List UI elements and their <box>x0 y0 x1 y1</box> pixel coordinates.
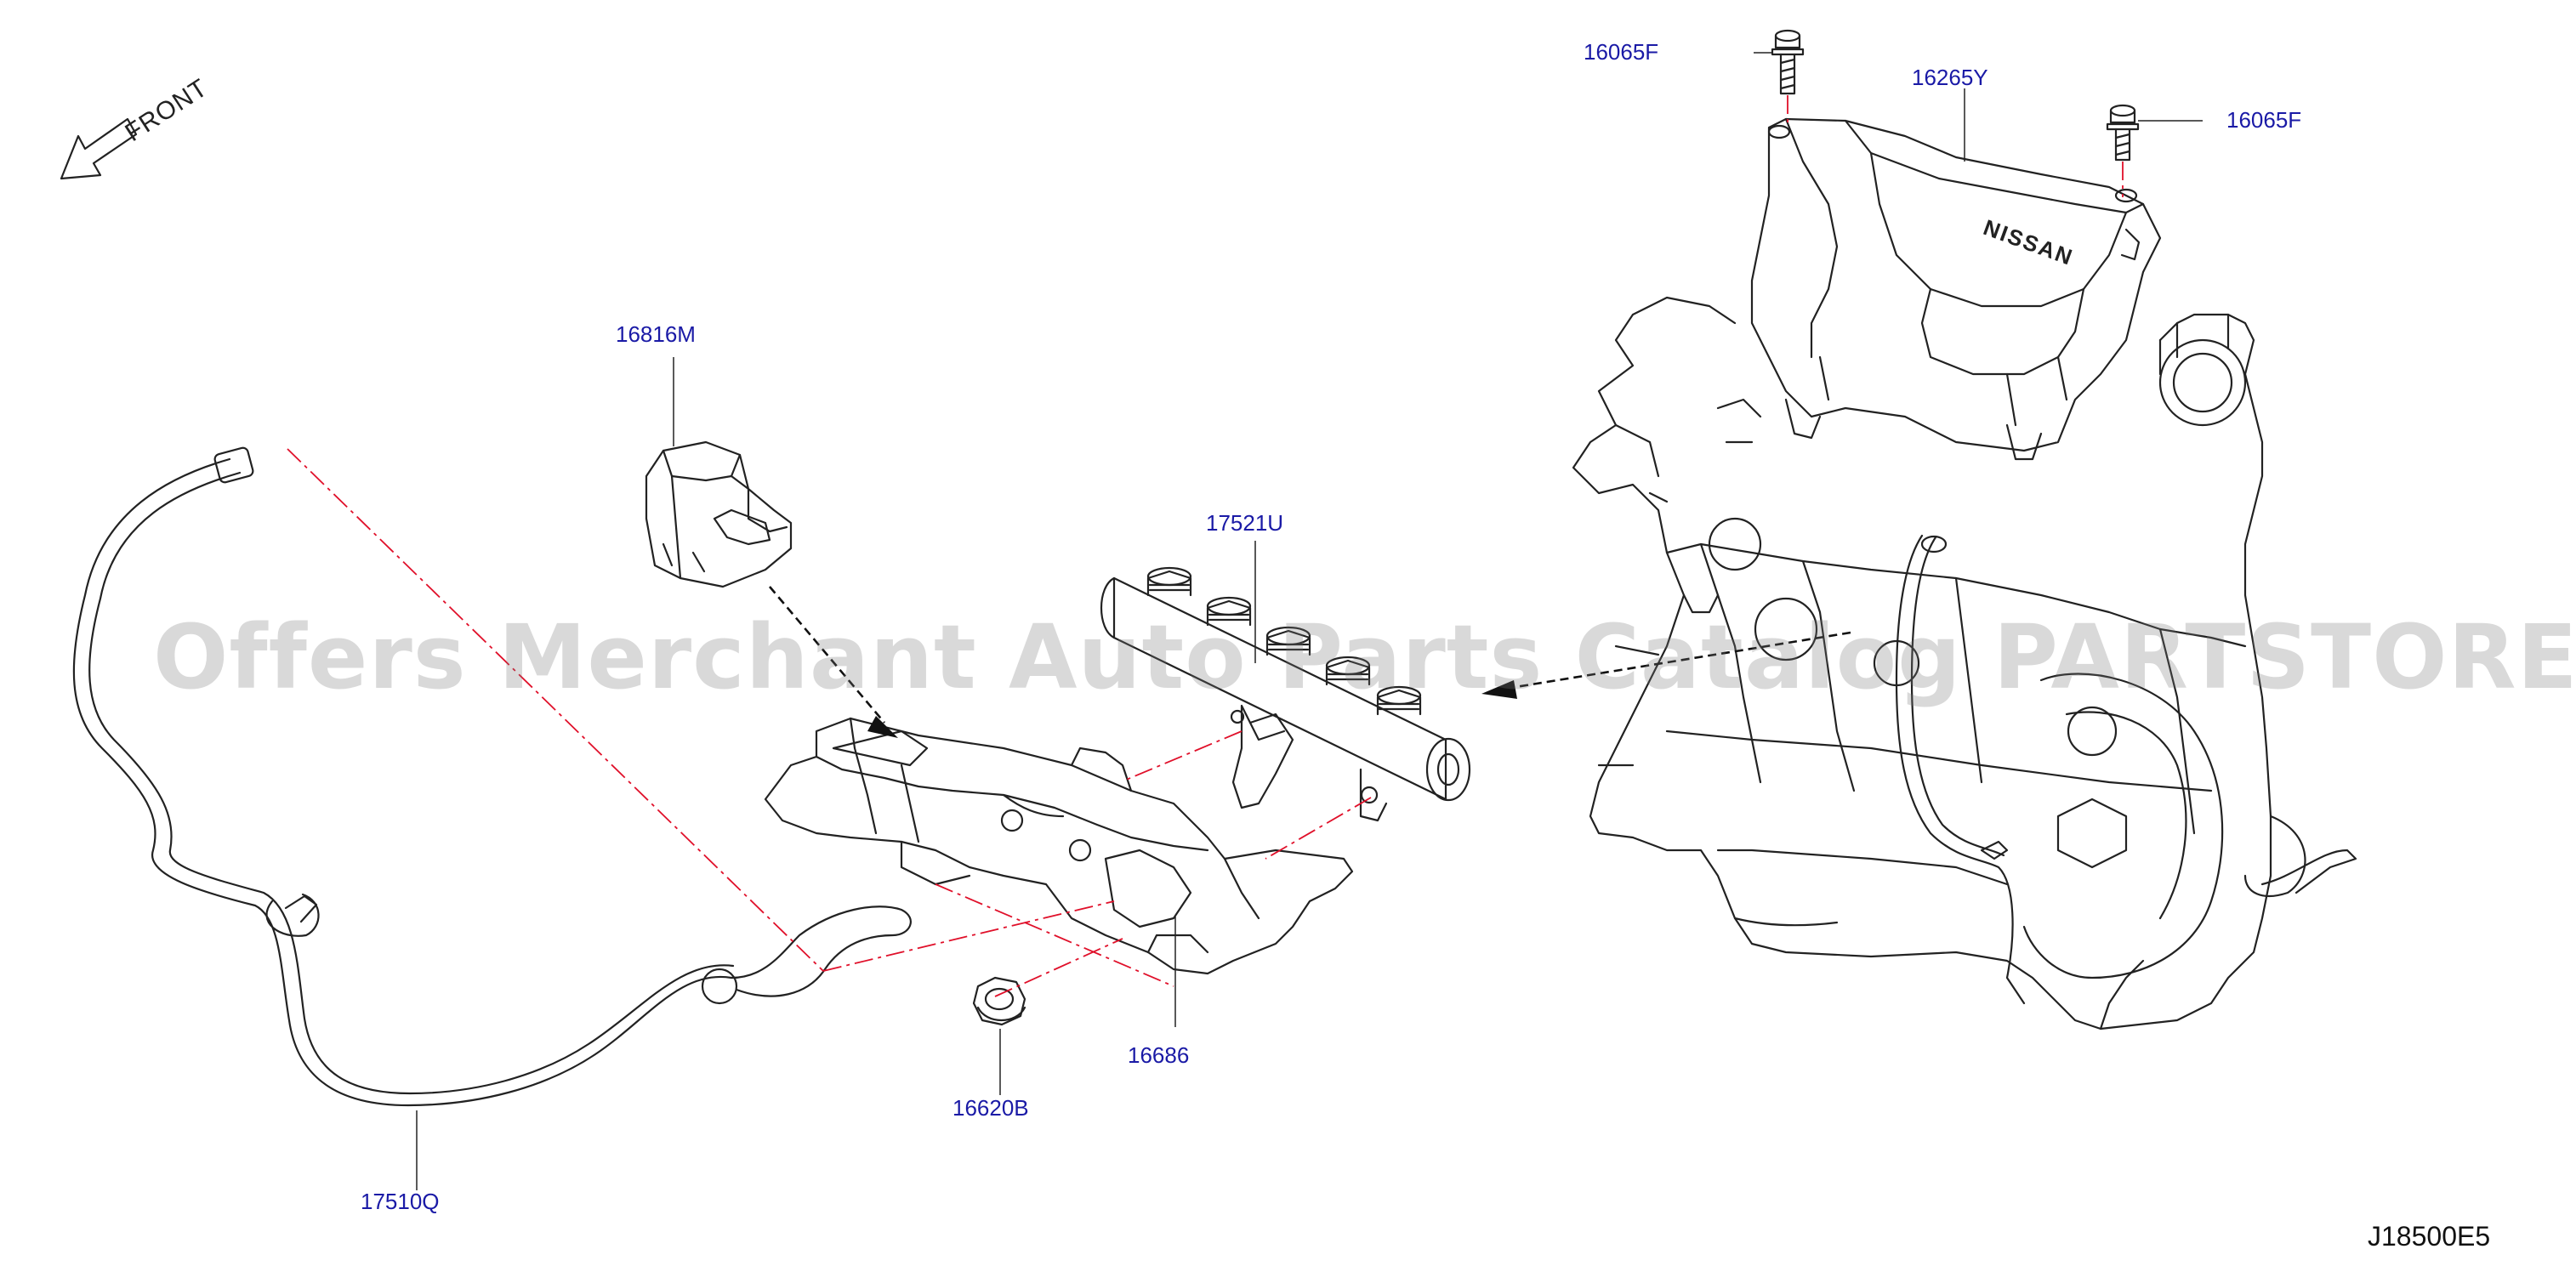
callout-16816m[interactable]: 16816M <box>616 321 696 347</box>
callout-16686[interactable]: 16686 <box>1128 1042 1190 1068</box>
callout-16620b[interactable]: 16620B <box>952 1095 1029 1121</box>
fuel-rail <box>1100 566 1471 822</box>
arrow-head-icon <box>867 716 898 738</box>
diagram-code: J18500E5 <box>2368 1221 2491 1252</box>
engine-cover <box>1750 117 2162 461</box>
bracket-assembly <box>764 717 1354 975</box>
callout-16265y[interactable]: 16265Y <box>1912 65 1988 90</box>
arrow-head-icon <box>1481 680 1517 699</box>
callout-16065f-right[interactable]: 16065F <box>2226 107 2302 133</box>
alignment-lines <box>287 95 2124 997</box>
flange-nut <box>972 976 1026 1026</box>
bolt-right <box>2106 104 2140 162</box>
insulator-block <box>645 440 793 588</box>
callout-16065f-left[interactable]: 16065F <box>1584 39 1659 65</box>
fuel-tube <box>72 446 912 1107</box>
front-arrow-icon <box>60 117 138 180</box>
callout-17510q[interactable]: 17510Q <box>361 1189 440 1214</box>
watermark: Offers Merchant Auto Parts Catalog PARTS… <box>153 605 2576 709</box>
assembly-arrows <box>769 586 1851 724</box>
callout-17521u[interactable]: 17521U <box>1206 510 1284 536</box>
engine-block <box>1572 296 2357 1030</box>
bolt-left <box>1771 29 1805 95</box>
